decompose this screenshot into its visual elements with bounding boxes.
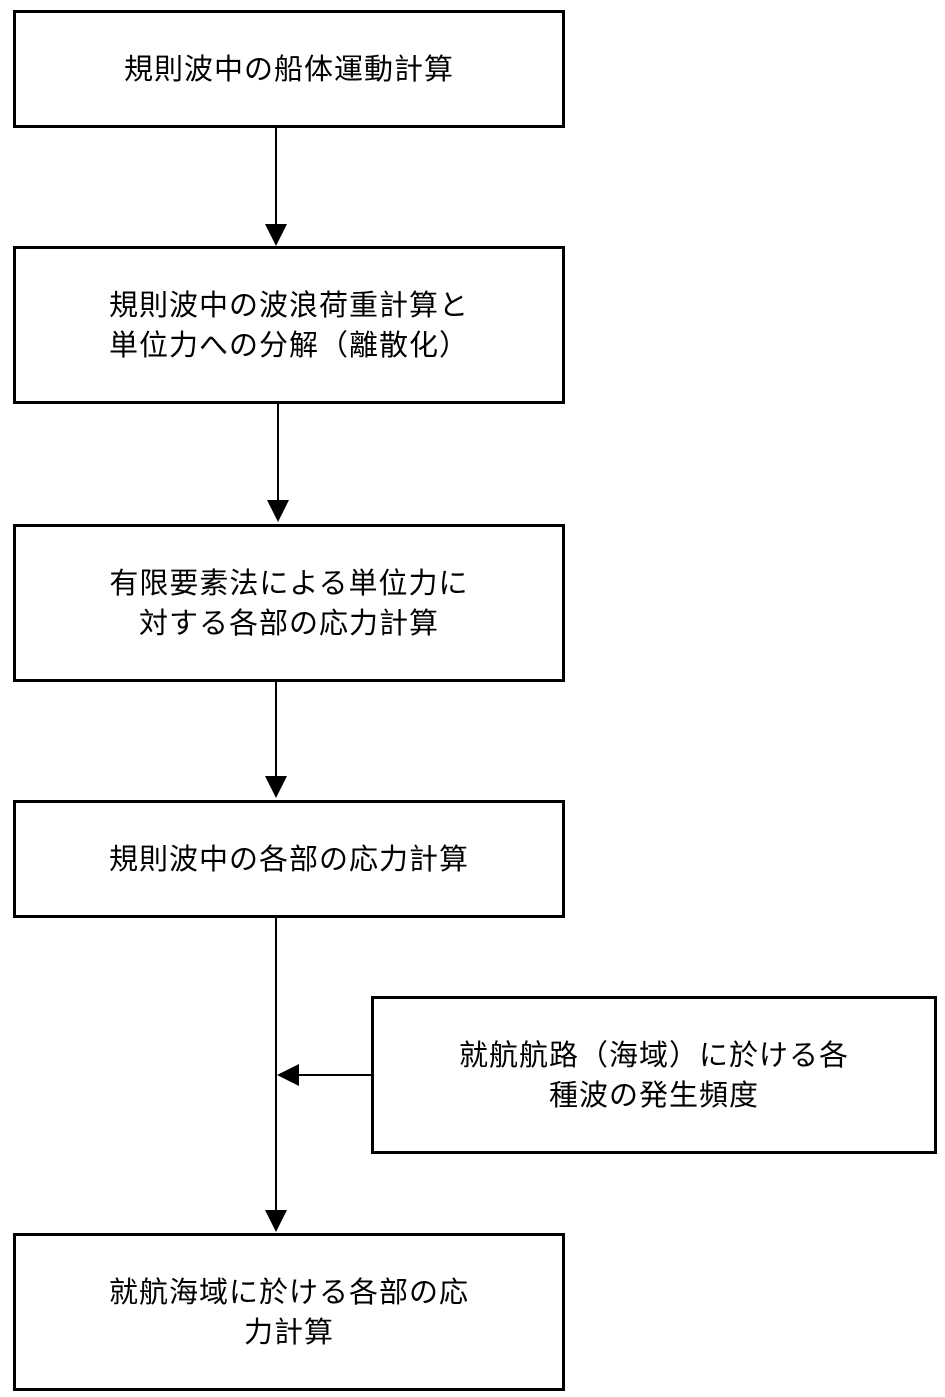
step-text: 単位力への分解（離散化） — [108, 328, 469, 362]
step-box-wave-load: 規則波中の波浪荷重計算と 単位力への分解（離散化） — [13, 246, 565, 404]
side-input-text: 種波の発生頻度 — [548, 1078, 759, 1112]
side-input-text: 就航航路（海域）に於ける各 — [458, 1038, 849, 1072]
arrow-step3-to-step4 — [265, 682, 287, 798]
step-text: 規則波中の船体運動計算 — [123, 52, 454, 86]
step-text: 就航海域に於ける各部の応 — [108, 1275, 469, 1309]
step-box-fem-unit-stress: 有限要素法による単位力に 対する各部の応力計算 — [13, 524, 565, 682]
step-box-regular-wave-stress: 規則波中の各部の応力計算 — [13, 800, 565, 918]
step-text: 力計算 — [243, 1315, 334, 1349]
step-text: 対する各部の応力計算 — [138, 606, 439, 640]
side-input-box-wave-frequency: 就航航路（海域）に於ける各 種波の発生頻度 — [371, 996, 937, 1154]
step-box-motion: 規則波中の船体運動計算 — [13, 10, 565, 128]
arrow-step4-to-step5 — [265, 918, 287, 1232]
step-text: 規則波中の波浪荷重計算と — [108, 288, 469, 322]
step-text: 規則波中の各部の応力計算 — [108, 842, 469, 876]
step-box-service-area-stress: 就航海域に於ける各部の応 力計算 — [13, 1233, 565, 1391]
arrow-step1-to-step2 — [265, 128, 287, 246]
arrow-step2-to-step3 — [267, 404, 289, 522]
arrow-side-input-to-flow — [277, 1064, 372, 1086]
step-text: 有限要素法による単位力に — [109, 566, 469, 600]
